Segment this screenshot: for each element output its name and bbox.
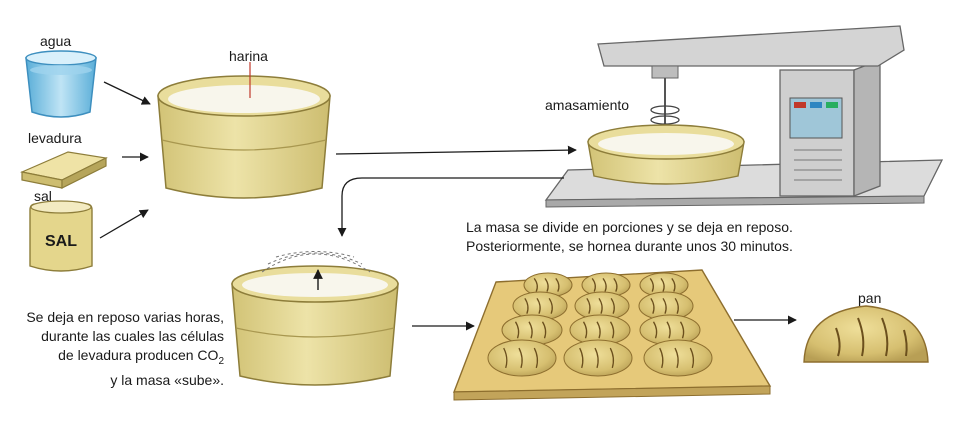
bread-loaf-icon [803,305,929,363]
baking-line-1: La masa se divide en porciones y se deja… [466,219,793,235]
step-description-baking: La masa se divide en porciones y se deja… [466,218,793,256]
step-description-rising: Se deja en reposo varias horas, durante … [6,308,224,390]
rising-line-2: durante las cuales las células [41,328,224,344]
bread-rolls [487,272,713,377]
bread-roll-8 [569,314,631,346]
kneading-machine-icon [544,25,944,208]
arrow-mixer-to-rising [337,177,564,237]
rising-line-3-text: de levadura producen CO [58,347,219,363]
bread-roll-5 [574,291,630,321]
label-agua: agua [40,33,72,49]
rising-line-4: y la masa «sube». [110,371,224,388]
rising-line-3: de levadura producen CO2 [6,346,224,371]
rising-line-1: Se deja en reposo varias horas, [26,309,224,325]
rising-dough-bowl-icon [231,251,399,386]
bread-roll-1 [523,272,573,298]
process-arrows [99,81,797,331]
label-pan: pan [858,290,882,306]
label-sal-jar: SAL [45,233,77,250]
bread-roll-10 [487,339,557,377]
arrow-bowl-to-mixer [335,145,577,155]
baking-line-2: Posteriormente, se hornea durante unos 3… [466,238,793,254]
label-amasamiento: amasamiento [545,97,630,113]
bread-roll-12 [643,339,713,377]
yeast-block-icon [20,151,108,189]
label-harina: harina [229,48,268,64]
bread-roll-3 [639,272,689,298]
arrow-water-to-bowl [103,81,151,105]
bread-roll-2 [581,272,631,298]
co2-subscript: 2 [218,355,224,367]
salt-jar-icon [29,200,93,272]
flour-bowl-icon [157,62,331,199]
arrow-salt-to-bowl [99,209,149,239]
bread-roll-11 [563,339,633,377]
label-levadura: levadura [28,130,82,146]
label-sal: sal [34,188,52,204]
water-glass-icon [25,50,97,118]
